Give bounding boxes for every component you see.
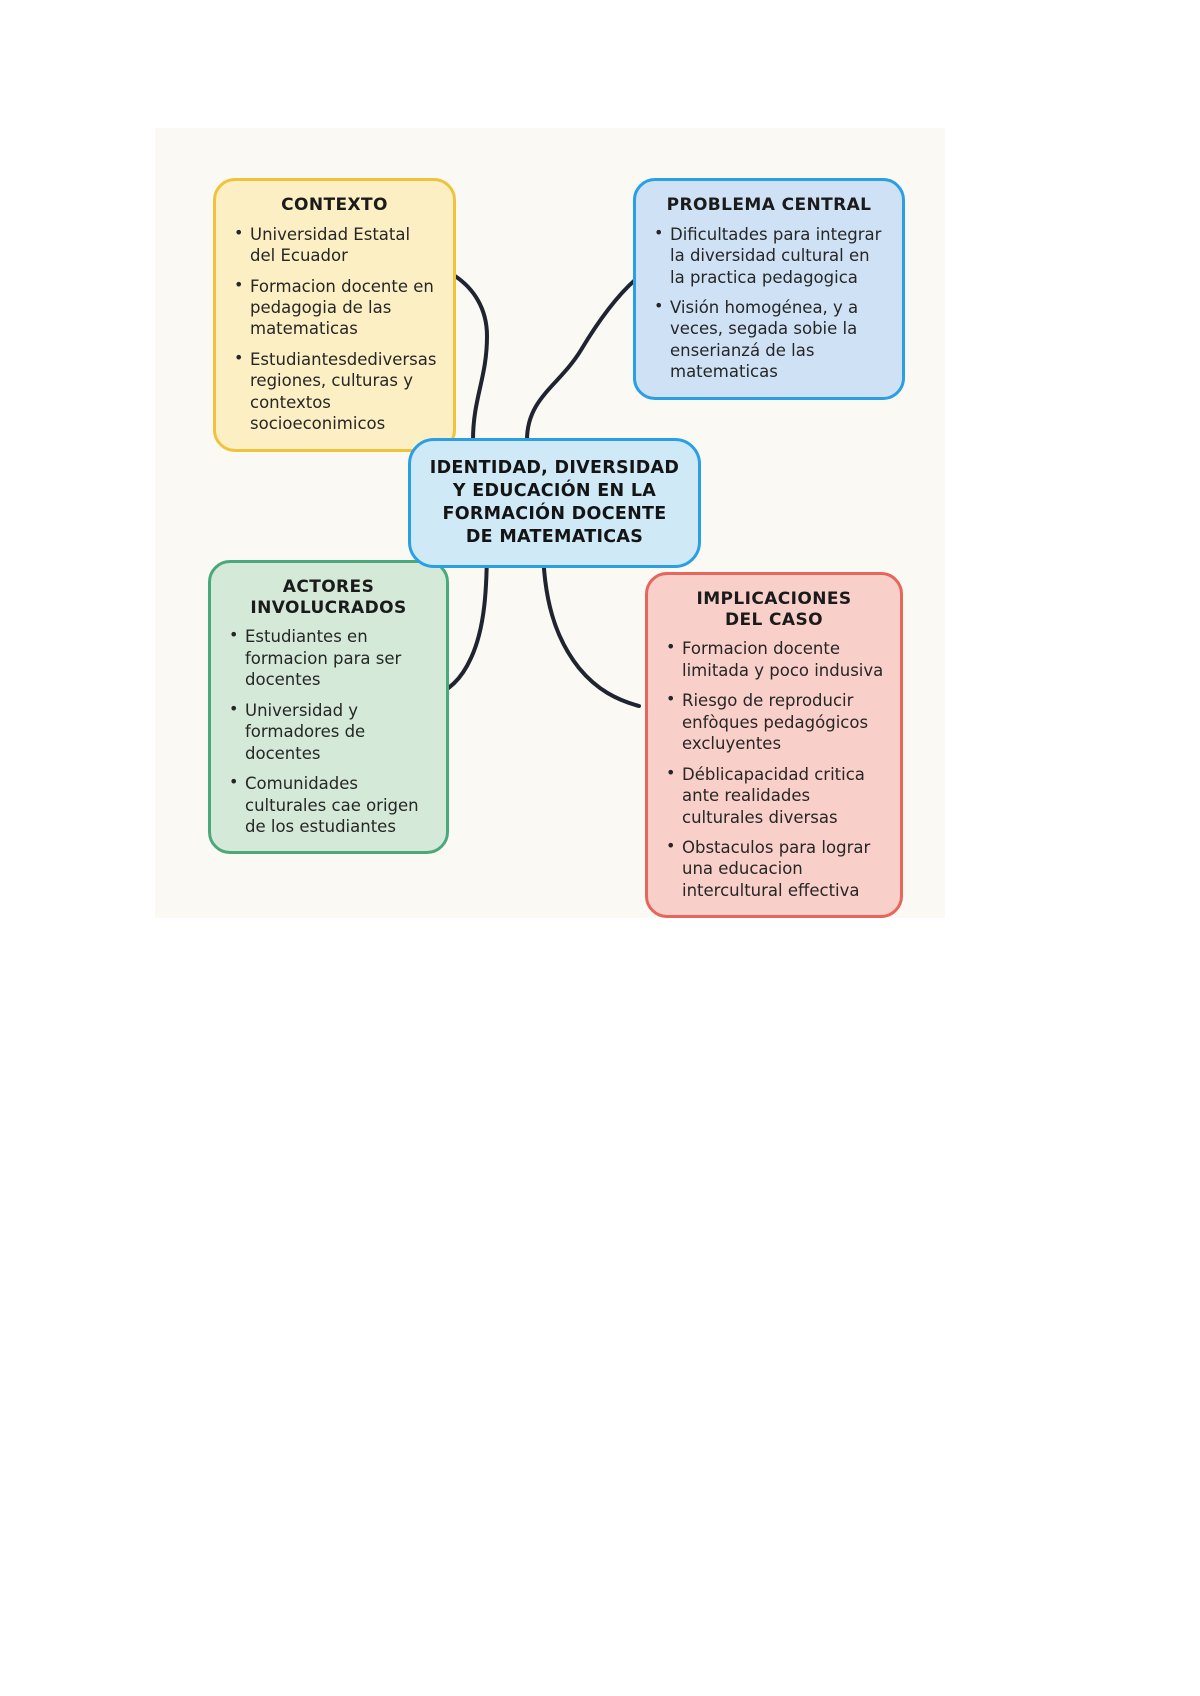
central-node-line: DE MATEMATICAS bbox=[465, 527, 644, 548]
branch-title-line: INVOLUCRADOS bbox=[250, 597, 407, 618]
branch-title-actores-involucrados: ACTORES INVOLUCRADOS bbox=[227, 577, 430, 618]
central-node-line: FORMACIÓN DOCENTE bbox=[442, 504, 667, 525]
central-node-line: IDENTIDAD, DIVERSIDAD bbox=[429, 458, 680, 478]
list-item: Universidad Estatal del Ecuador bbox=[232, 223, 437, 267]
list-item: Comunidades culturales cae origen de los… bbox=[227, 772, 430, 837]
branch-title-line: IMPLICACIONES bbox=[696, 589, 852, 609]
list-item: Obstaculos para lograr una educacion int… bbox=[664, 836, 884, 901]
branch-title-line: DEL CASO bbox=[724, 609, 823, 630]
branch-title-line: ACTORES bbox=[282, 577, 375, 597]
central-node-line: Y EDUCACIÓN EN LA bbox=[452, 481, 657, 502]
branch-title-contexto: CONTEXTO bbox=[281, 195, 388, 215]
list-item: Formacion docente limitada y poco indusi… bbox=[664, 637, 884, 681]
branch-node-implicaciones-del-caso[interactable]: IMPLICACIONES DEL CASO Formacion docente… bbox=[645, 572, 903, 919]
branch-list-actores-involucrados: Estudiantes en formacion para ser docent… bbox=[227, 625, 430, 837]
branch-title-implicaciones-del-caso: IMPLICACIONES DEL CASO bbox=[664, 589, 884, 630]
branch-node-contexto[interactable]: CONTEXTO Universidad Estatal del Ecuador… bbox=[213, 178, 456, 452]
branch-list-contexto: Universidad Estatal del Ecuador Formacio… bbox=[232, 223, 437, 435]
connector-problema bbox=[525, 278, 637, 442]
list-item: Visión homogénea, y a veces, segada sobi… bbox=[652, 296, 886, 383]
central-node[interactable]: IDENTIDAD, DIVERSIDAD Y EDUCACIÓN EN LA … bbox=[408, 438, 701, 569]
list-item: Dificultades para integrar la diversidad… bbox=[652, 223, 886, 288]
branch-node-problema-central[interactable]: PROBLEMA CENTRAL Dificultades para integ… bbox=[633, 178, 905, 400]
mindmap-canvas: CONTEXTO Universidad Estatal del Ecuador… bbox=[155, 128, 945, 919]
central-node-label: IDENTIDAD, DIVERSIDAD Y EDUCACIÓN EN LA … bbox=[425, 457, 684, 549]
connector-contexto bbox=[453, 274, 490, 442]
connector-implicaciones bbox=[541, 540, 641, 708]
branch-list-implicaciones-del-caso: Formacion docente limitada y poco indusi… bbox=[664, 637, 884, 901]
list-item: Formacion docente en pedagogia de las ma… bbox=[232, 275, 437, 340]
list-item: Estudiantes en formacion para ser docent… bbox=[227, 625, 430, 690]
list-item: Riesgo de reproducir enfòques pedagógico… bbox=[664, 689, 884, 754]
branch-node-actores-involucrados[interactable]: ACTORES INVOLUCRADOS Estudiantes en form… bbox=[208, 560, 449, 855]
list-item: Estudiantesdediversas regiones, culturas… bbox=[232, 348, 437, 435]
list-item: Universidad y formadores de docentes bbox=[227, 699, 430, 764]
list-item: Déblicapacidad critica ante realidades c… bbox=[664, 763, 884, 828]
branch-list-problema-central: Dificultades para integrar la diversidad… bbox=[652, 223, 886, 383]
connector-lines bbox=[429, 274, 641, 708]
branch-title-problema-central: PROBLEMA CENTRAL bbox=[666, 195, 872, 215]
